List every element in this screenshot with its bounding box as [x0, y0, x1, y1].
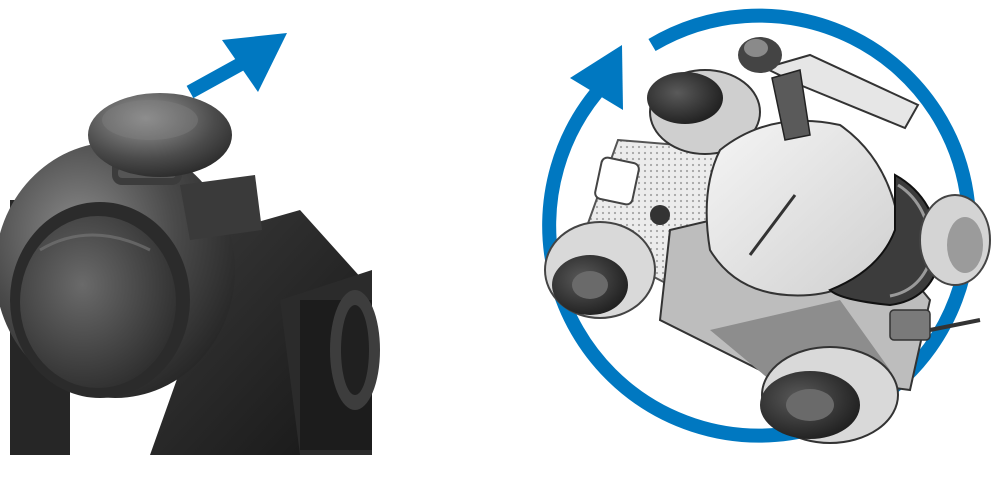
straight-arrow-icon: [190, 33, 287, 92]
wheelchair-rotation-panel: [510, 0, 1003, 482]
wheel-front-bottom: [760, 347, 898, 443]
joystick-closeup-panel: [0, 0, 470, 482]
joystick-closeup-illustration: [0, 0, 470, 482]
wheel-front-left: [545, 222, 655, 318]
wheel-rear-right: [920, 195, 990, 285]
wheelchair-rotation-illustration: [510, 0, 1003, 482]
